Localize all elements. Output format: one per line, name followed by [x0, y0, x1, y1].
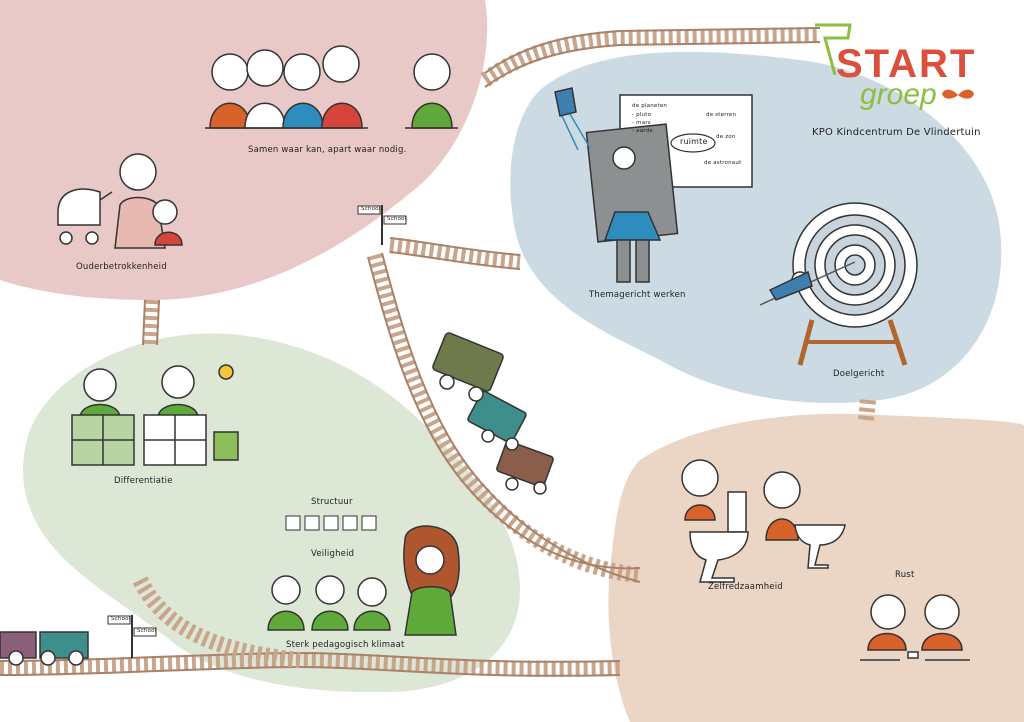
sign-school-2: School [387, 216, 407, 222]
mindmap-left-0: de planeten [632, 103, 668, 109]
toilet-sink-illustration [681, 459, 846, 583]
rail-track-right [858, 399, 876, 421]
signpost-top [357, 205, 407, 245]
label-doelgericht: Doelgericht [833, 369, 885, 379]
rail-track-diagonal [367, 252, 641, 583]
logo-subtitle: KPO Kindcentrum De Vlindertuin [812, 127, 981, 138]
mindmap-right-2: de astronaut [704, 160, 742, 166]
train-bottom-left [0, 631, 89, 666]
teacher-kids-illustration [267, 525, 460, 636]
label-samen: Samen waar kan, apart waar nodig. [248, 145, 407, 155]
kids-playing-illustration [860, 594, 970, 661]
structure-icons-row [285, 515, 377, 531]
stroller-grandma-illustration [57, 153, 183, 249]
mindmap-left-2: - mars [632, 120, 651, 126]
mindmap-left-3: - aarde [632, 128, 653, 134]
sign-school-4: School [137, 628, 157, 634]
logo-word-groep: groep [860, 78, 937, 111]
puzzle-kids-illustration [71, 364, 239, 466]
mindmap-center: ruimte [680, 137, 708, 146]
label-ouderbetrokkenheid: Ouderbetrokkenheid [76, 262, 167, 272]
pencil-icon [342, 515, 358, 531]
rail-track-bottom [0, 576, 621, 677]
mindmap-right-1: de zon [716, 134, 736, 140]
kids-group-illustration [205, 45, 458, 129]
drop-icon [323, 515, 339, 531]
rail-track-left [142, 299, 160, 346]
schedule-icon [285, 515, 301, 531]
label-structuur: Structuur [311, 497, 353, 507]
label-differentiatie: Differentiatie [114, 476, 173, 486]
mindmap-left-1: - pluto [632, 112, 652, 118]
target-illustration [759, 202, 918, 366]
house-icon [361, 515, 377, 531]
rail-track-junction [389, 237, 521, 270]
label-themagericht: Themagericht werken [589, 290, 686, 300]
label-zelfredzaamheid: Zelfredzaamheid [708, 582, 783, 592]
logo-word-start: START [836, 42, 977, 86]
rail-track-top [480, 27, 821, 88]
label-veiligheid: Veiligheid [311, 549, 355, 559]
sign-school-1: School [361, 206, 381, 212]
logo-mark [815, 23, 974, 99]
sign-school-3: School [111, 616, 131, 622]
signpost-bottom [107, 615, 157, 658]
astronaut-kid-illustration [554, 87, 679, 283]
train-diagonal [432, 332, 554, 495]
label-rust: Rust [895, 570, 915, 580]
arch-icon [304, 515, 320, 531]
label-klimaat: Sterk pedagogisch klimaat [286, 640, 405, 650]
mindmap-right-0: de sterren [706, 112, 737, 118]
